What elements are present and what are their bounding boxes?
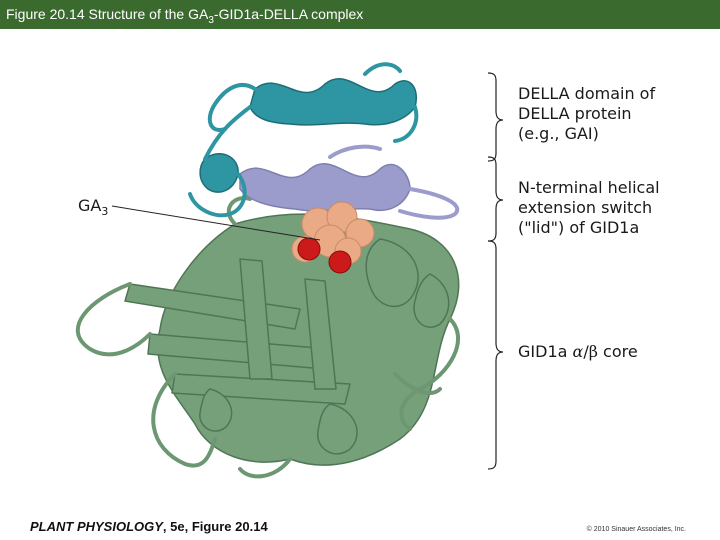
lid-label-line-3: ("lid") of GID1a — [518, 218, 640, 237]
ga3-label-subscript: 3 — [101, 205, 109, 219]
della-domain — [199, 77, 417, 193]
gid1a-loops — [75, 196, 461, 479]
della-label-line-1: DELLA domain of — [518, 84, 656, 103]
ga3-leader-line — [111, 205, 321, 241]
lid-label-line-1: N-terminal helical — [518, 178, 660, 197]
core-label-suffix: core — [597, 342, 638, 361]
figure-title: Figure 20.14 Structure of the GA3-GID1a-… — [6, 6, 363, 26]
bracket-lid — [487, 156, 504, 242]
della-domain-label: DELLA domain of DELLA protein (e.g., GAI… — [518, 84, 655, 144]
lid-label: N-terminal helical extension switch ("li… — [518, 178, 660, 238]
title-subscript: 3 — [208, 14, 214, 26]
core-label: GID1a α/β core — [518, 342, 638, 362]
oxygen-atom-1 — [297, 237, 321, 261]
lid-label-line-2: extension switch — [518, 198, 653, 217]
bracket-core — [487, 240, 504, 470]
core-label-slash: / — [583, 342, 589, 361]
della-loops — [188, 62, 419, 218]
book-citation: PLANT PHYSIOLOGY, 5e, Figure 20.14 — [30, 519, 268, 534]
ga3-molecule — [291, 201, 375, 274]
gid1a-core — [124, 213, 460, 466]
copyright-notice: © 2010 Sinauer Associates, Inc. — [586, 526, 686, 533]
oxygen-atom-2 — [328, 250, 352, 274]
protein-structure-figure — [75, 62, 504, 479]
gid1a-lid-loop — [328, 144, 460, 220]
ga3-label-main: GA — [78, 196, 102, 215]
bracket-della — [487, 72, 504, 162]
della-label-line-3: (e.g., GAI) — [518, 124, 599, 143]
della-label-line-2: DELLA protein — [518, 104, 632, 123]
ga3-label: GA3 — [78, 196, 108, 222]
title-bar: Figure 20.14 Structure of the GA3-GID1a-… — [0, 0, 720, 29]
title-suffix: -GID1a-DELLA complex — [213, 6, 364, 22]
core-label-alpha: α — [572, 342, 584, 361]
book-edition: , 5e, Figure 20.14 — [162, 519, 268, 534]
core-label-beta: β — [588, 342, 598, 361]
book-title: PLANT PHYSIOLOGY — [30, 519, 163, 534]
title-prefix: Figure 20.14 Structure of the GA — [6, 6, 209, 22]
gid1a-lid — [239, 162, 411, 212]
core-label-prefix: GID1a — [518, 342, 573, 361]
